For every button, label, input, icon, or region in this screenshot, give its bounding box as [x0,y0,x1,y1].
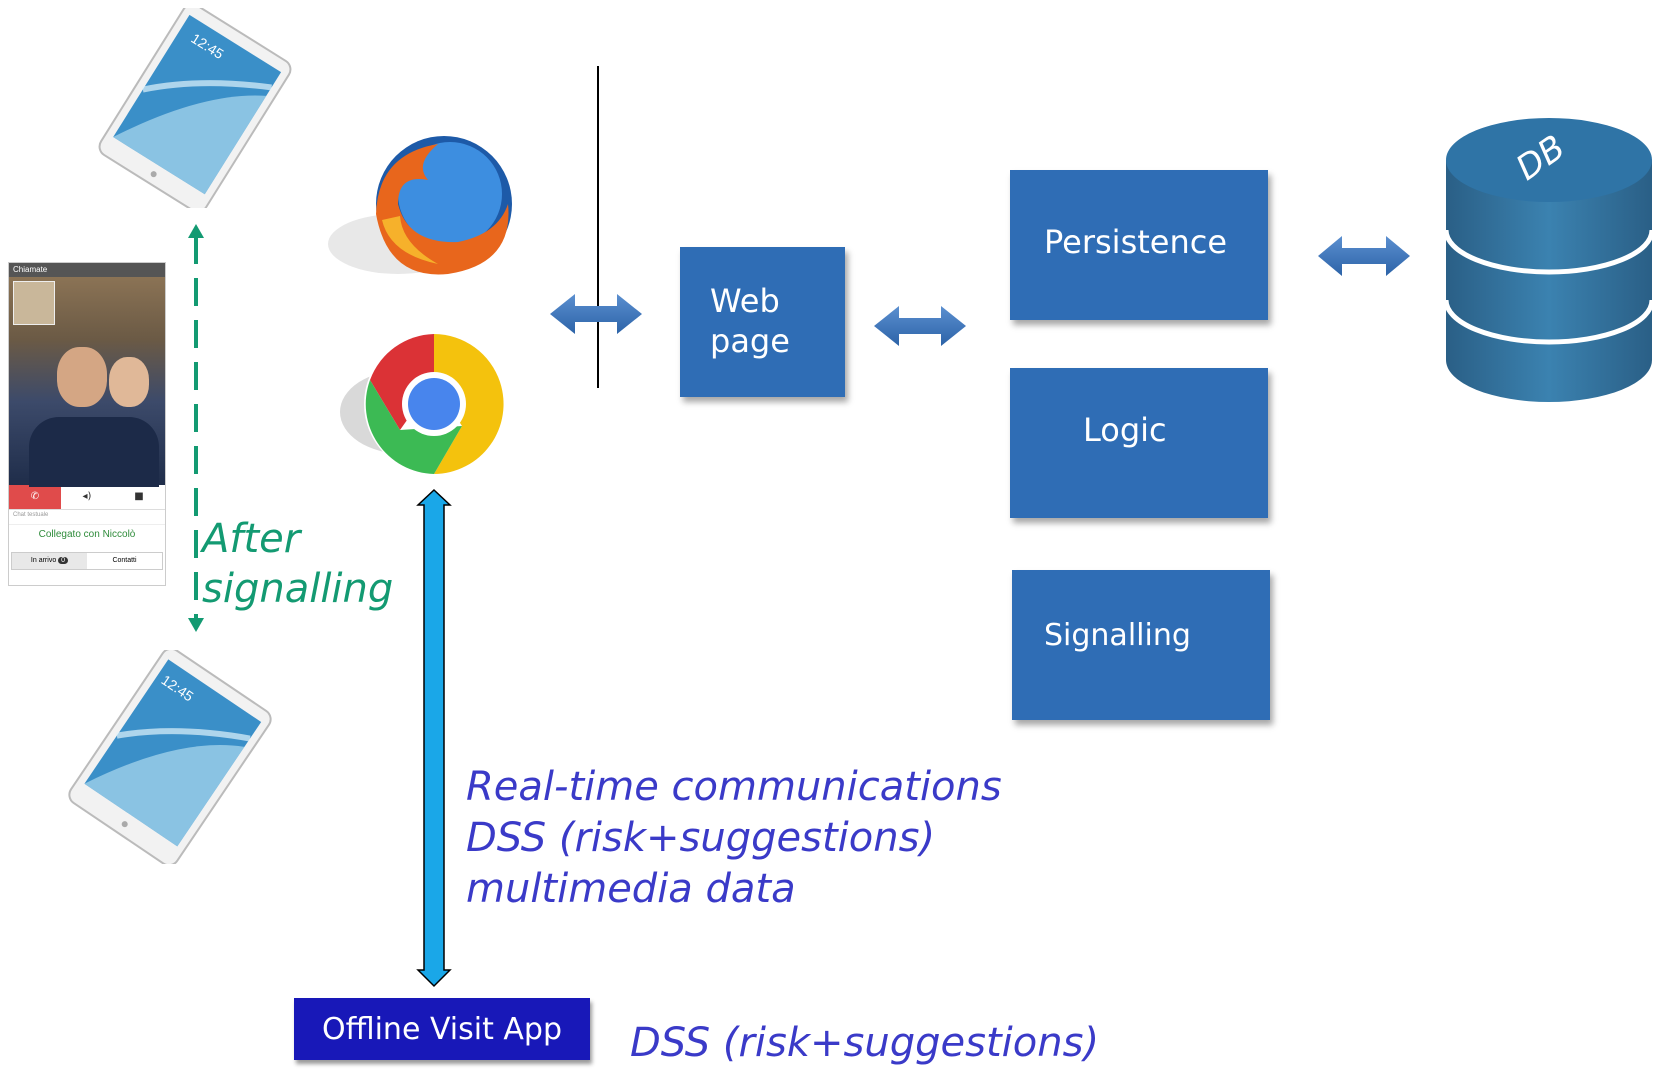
speaker-button[interactable]: ◂) [82,491,92,502]
tablet-icon [98,3,292,213]
rtc-line: Real-time communications [466,764,1002,810]
chrome-logo [334,330,514,480]
phone-tabs: In arrivo 0 Contatti [11,552,163,570]
person-body [29,417,159,487]
hangup-button[interactable]: ✆ [9,485,61,509]
signalling-label: Signalling [1044,618,1191,653]
tab-incoming-label: In arrivo [30,557,57,564]
tab-incoming-count: 0 [58,557,69,564]
tablet-icon [68,647,272,867]
persistence-box: Persistence [1010,170,1268,320]
phone-header: Chiamate [9,263,165,277]
rtc-annotation: Real-time communications DSS (risk+sugge… [466,762,1002,915]
rtc-double-arrow [416,488,452,988]
database-icon [1443,118,1654,402]
double-arrow-browser-webpage [550,294,642,334]
chat-input[interactable]: Chat testuale [9,510,165,525]
dss-bottom-label: DSS (risk+suggestions) [630,1020,1100,1066]
webpage-box: Web page [680,247,845,397]
tab-incoming[interactable]: In arrivo 0 [12,553,87,569]
call-controls: ✆ ◂) ■ [9,485,165,510]
webpage-label: Web page [710,282,790,360]
logic-label: Logic [1083,411,1167,449]
double-arrow-webpage-server [874,306,966,346]
tablet-bottom: 12:45 [50,647,290,867]
logic-box: Logic [1010,368,1268,518]
tab-contacts[interactable]: Contatti [112,557,137,564]
person-face [109,357,149,407]
remote-video-thumbnail [13,281,55,325]
person-face [57,347,107,407]
video-button[interactable]: ■ [134,491,144,502]
database: DB [1443,112,1654,408]
offline-visit-app-button[interactable]: Offline Visit App [294,998,590,1060]
rtc-line: DSS (risk+suggestions) [466,815,936,861]
firefox-logo [318,124,530,284]
rtc-line: multimedia data [466,866,796,912]
video-feed [9,277,165,487]
firefox-icon [328,136,512,275]
offline-visit-app-label: Offline Visit App [321,1011,563,1047]
phone-screenshot: Chiamate ✆ ◂) ■ Chat testuale Collegato … [8,262,166,586]
signalling-box: Signalling [1012,570,1270,720]
double-arrow-persistence-db [1318,236,1410,276]
call-status: Collegato con Niccolò [38,529,136,540]
persistence-label: Persistence [1044,223,1228,261]
after-signalling-label: After signalling [202,516,394,612]
chrome-icon [340,334,504,474]
tablet-top: 12:45 [80,3,310,213]
